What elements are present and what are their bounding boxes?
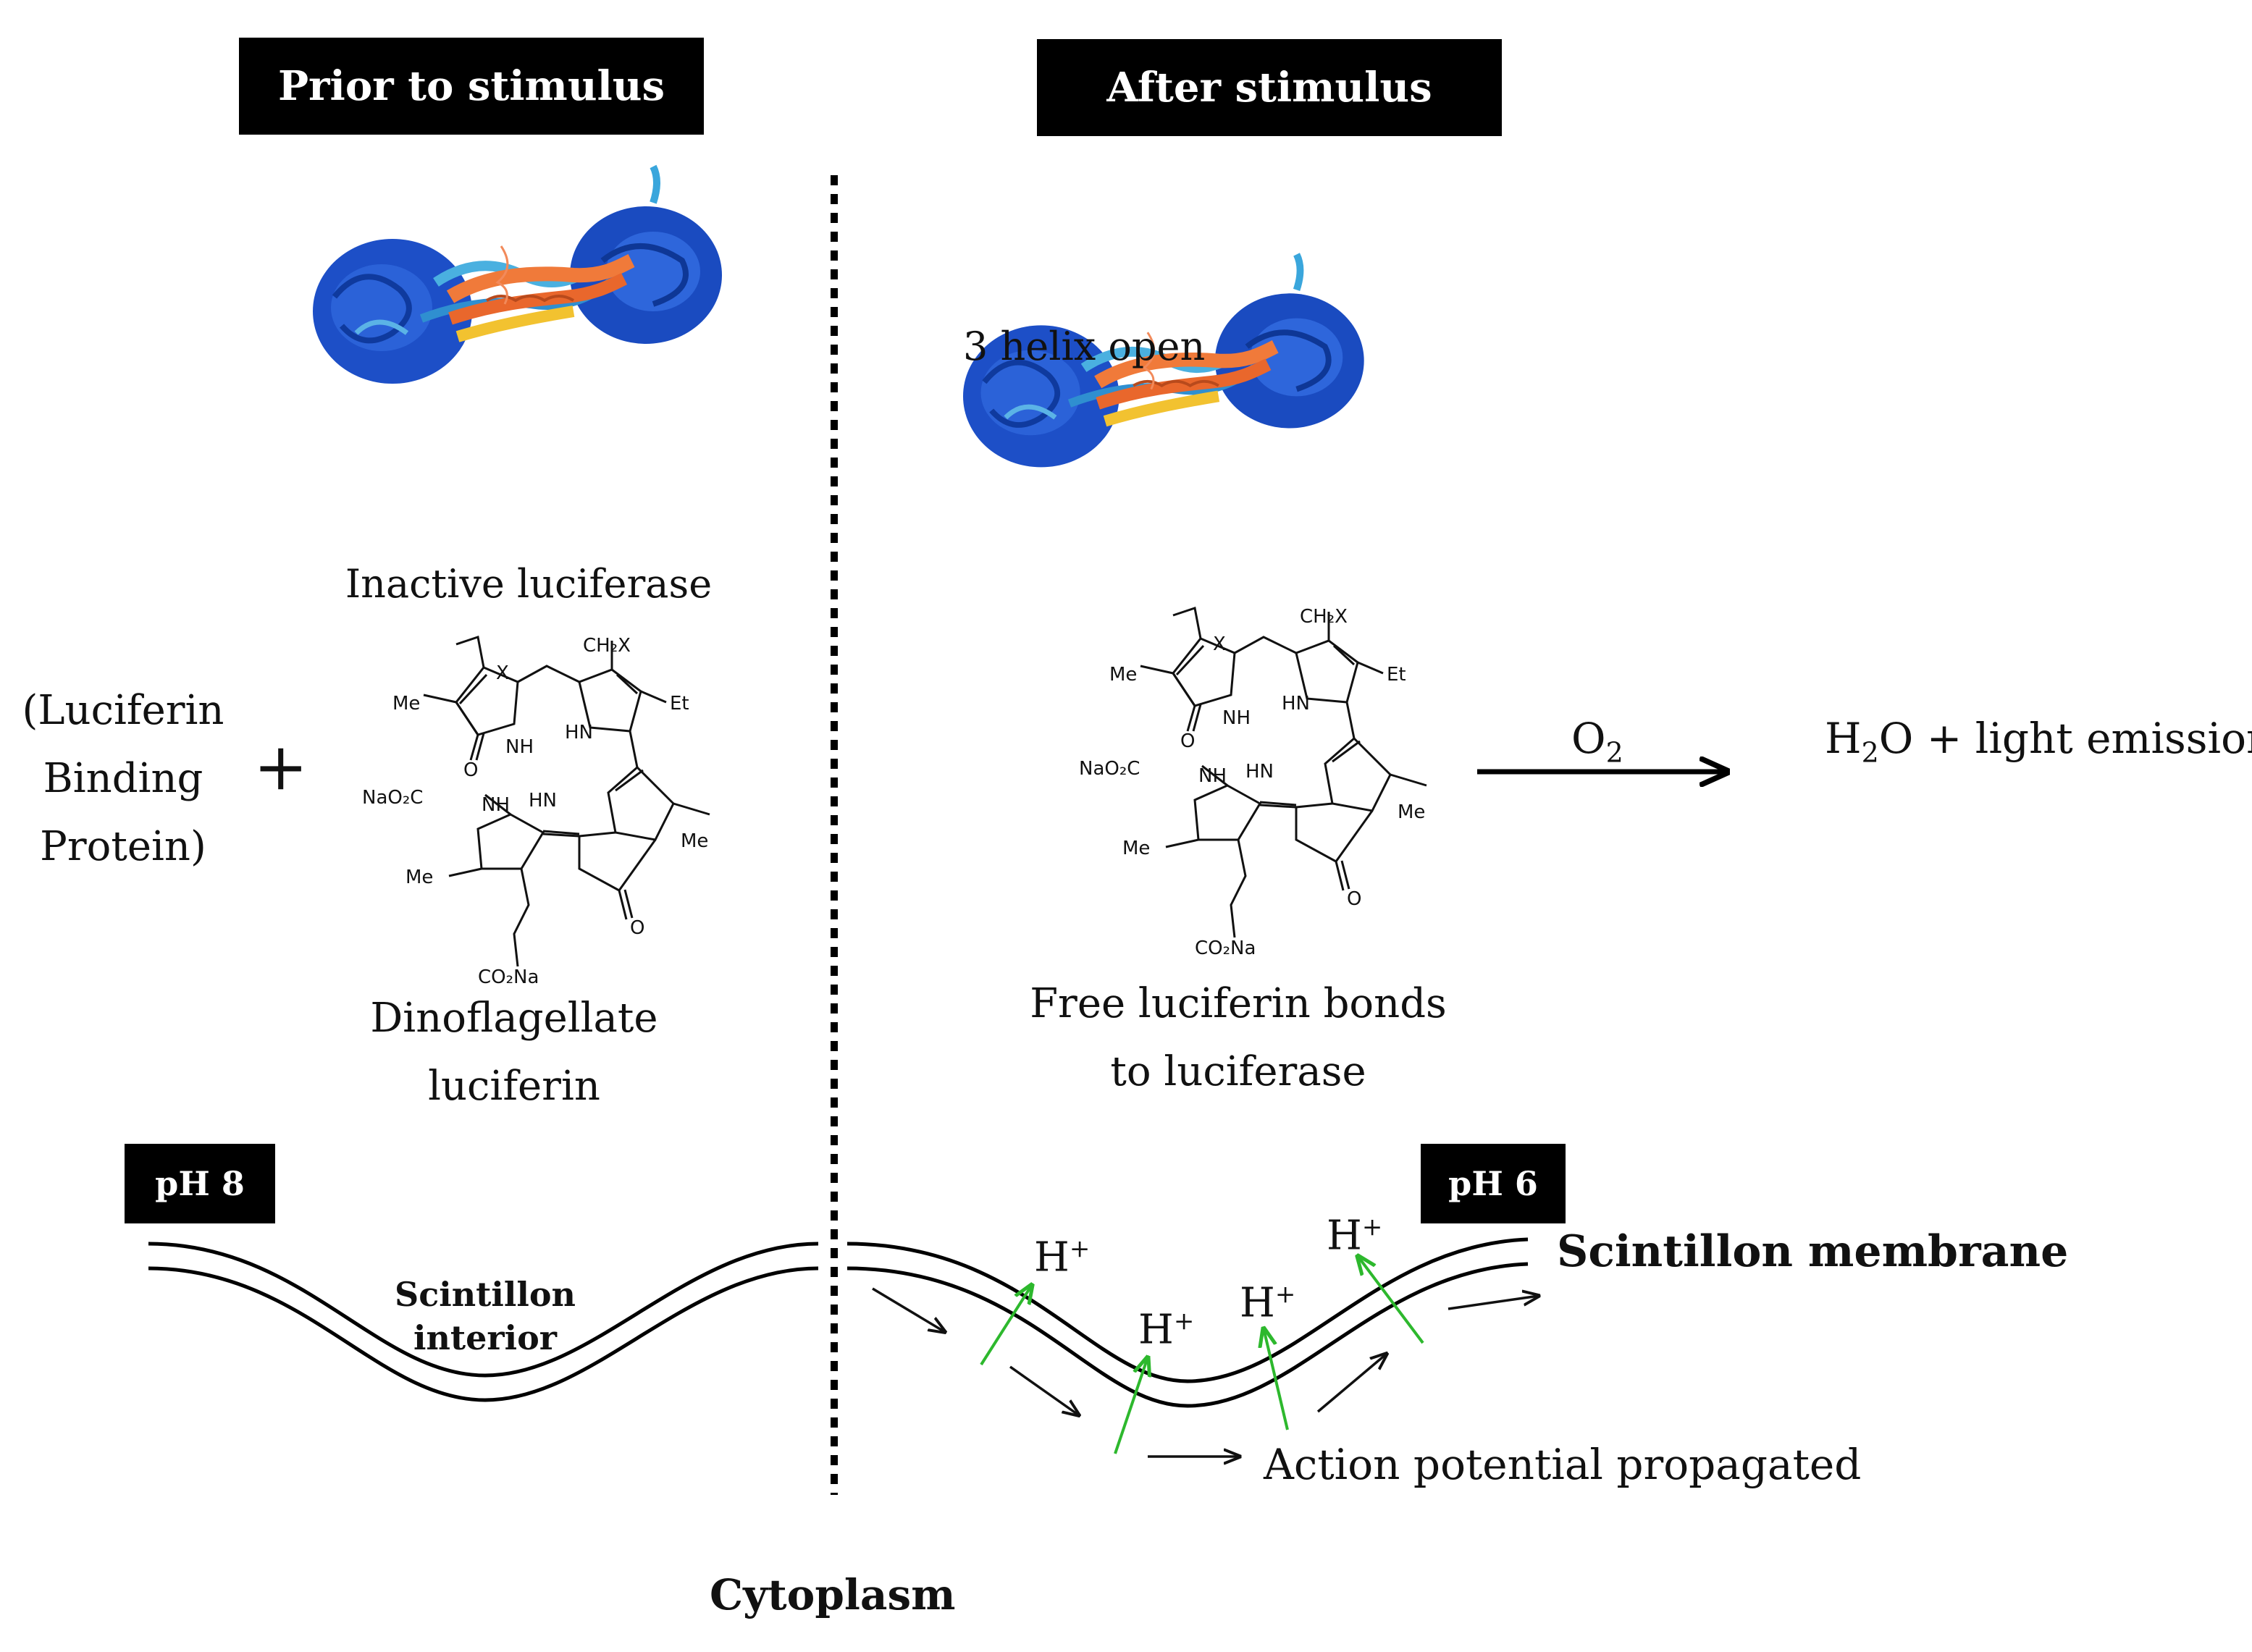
mol-nh-a: NH: [1222, 707, 1251, 729]
ph-left-badge: pH 8: [125, 1144, 275, 1223]
binding-protein-line1: (Luciferin: [22, 687, 224, 734]
mol-x: X: [1213, 633, 1226, 655]
ph-left-text: pH 8: [155, 1164, 245, 1203]
mol-hn-b: HN: [565, 722, 593, 743]
action-potential-arrows: [872, 1287, 1539, 1457]
scintillon-interior-label: Scintillon interior: [384, 1273, 587, 1360]
mol-o-a: O: [463, 759, 478, 781]
mol-hn-b: HN: [1282, 693, 1310, 715]
product-label: H2O + light emission: [1825, 717, 2252, 775]
mol-me-d: Me: [1122, 838, 1150, 859]
mol-nh-d: NH: [1198, 765, 1227, 787]
o2-subscript: 2: [1605, 736, 1623, 769]
proton-2-charge: +: [1173, 1307, 1195, 1336]
mol-me-c: Me: [681, 830, 708, 852]
proton-2-h: H: [1138, 1306, 1174, 1354]
mol-o-b: O: [1347, 888, 1361, 910]
cytoplasm-label: Cytoplasm: [710, 1570, 956, 1619]
mol-et: Et: [670, 693, 689, 715]
luciferin-line2: luciferin: [428, 1063, 600, 1110]
luciferin-line1: Dinoflagellate: [370, 995, 658, 1042]
binding-protein-line3: Protein): [40, 823, 206, 870]
mol-me-a: Me: [392, 693, 420, 715]
product-h: H: [1825, 714, 1862, 763]
mol-o-b: O: [630, 917, 644, 939]
mol-me-d: Me: [406, 867, 433, 888]
mol-hn-c: HN: [529, 790, 557, 812]
mol-nh-a: NH: [505, 736, 534, 758]
product-rest: O + light emission: [1878, 714, 2252, 763]
plus-sign: +: [253, 729, 308, 805]
proton-label-1: H+: [1034, 1227, 1090, 1280]
proton-1-h: H: [1034, 1234, 1070, 1281]
scintillon-membrane-label: Scintillon membrane: [1557, 1226, 2069, 1277]
product-subscript: 2: [1861, 736, 1879, 769]
mol-nao2c: NaO₂C: [1079, 758, 1140, 780]
proton-label-4: H+: [1327, 1205, 1382, 1258]
proton-label-2: H+: [1138, 1299, 1194, 1352]
binding-protein-line2: Binding: [43, 755, 203, 802]
header-prior-to-stimulus: Prior to stimulus: [239, 38, 704, 135]
mol-x: X: [496, 662, 509, 684]
o2-label: O2: [1571, 717, 1623, 775]
interior-line2: interior: [413, 1318, 558, 1357]
header-after-text: After stimulus: [1106, 64, 1432, 111]
inactive-luciferase-caption: Inactive luciferase: [345, 561, 713, 607]
action-potential-caption: Action potential propagated: [1264, 1440, 1862, 1489]
header-prior-text: Prior to stimulus: [277, 62, 665, 110]
mol-me-c: Me: [1398, 801, 1425, 823]
free-luciferin-caption: Free luciferin bonds to luciferase: [1014, 970, 1463, 1106]
mol-ch2x: CH₂X: [1300, 606, 1348, 628]
proton-label-3: H+: [1240, 1273, 1295, 1326]
mol-nh-d: NH: [482, 794, 510, 816]
mol-hn-c: HN: [1245, 761, 1274, 783]
o2-o: O: [1571, 714, 1606, 763]
proton-4-charge: +: [1361, 1213, 1383, 1242]
proton-3-h: H: [1240, 1279, 1275, 1327]
proton-flux-arrows: [980, 1256, 1424, 1454]
interior-line1: Scintillon: [395, 1275, 576, 1314]
membrane-right: [846, 1237, 1529, 1408]
luciferin-molecule-left: X CH₂X Et Me NH HN O HN NaO₂C Me NH Me O…: [362, 635, 711, 988]
header-after-stimulus: After stimulus: [1037, 39, 1502, 136]
bond-line1: Free luciferin bonds: [1030, 980, 1447, 1027]
luciferin-molecule-right: X CH₂X Et Me NH HN O HN NaO₂C Me NH Me O…: [1079, 606, 1428, 959]
binding-protein-label: (Luciferin Binding Protein): [14, 677, 232, 881]
dinoflagellate-luciferin-caption: Dinoflagellate luciferin: [319, 985, 710, 1121]
mol-co2na: CO₂Na: [1195, 937, 1256, 959]
ph-right-text: pH 6: [1448, 1164, 1538, 1203]
mol-o-a: O: [1180, 730, 1195, 752]
ph-right-badge: pH 6: [1421, 1144, 1566, 1223]
mol-co2na: CO₂Na: [478, 966, 539, 988]
mol-et: Et: [1387, 664, 1406, 686]
bond-line2: to luciferase: [1110, 1048, 1366, 1095]
mol-nao2c: NaO₂C: [362, 787, 423, 809]
mol-me-a: Me: [1109, 664, 1137, 686]
membrane-left: [148, 1242, 819, 1402]
proton-4-h: H: [1327, 1212, 1362, 1260]
mol-ch2x: CH₂X: [583, 635, 631, 657]
inactive-luciferase-structure: [313, 167, 722, 384]
proton-3-charge: +: [1274, 1280, 1296, 1309]
three-helix-open-label: 3 helix open: [963, 324, 1206, 369]
proton-1-charge: +: [1069, 1234, 1091, 1263]
